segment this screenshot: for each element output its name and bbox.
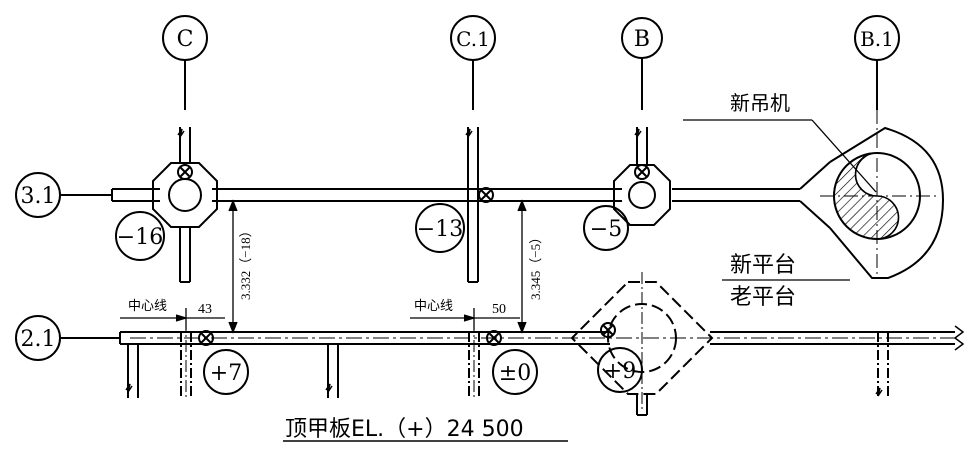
axis-bubble-b [621, 17, 663, 110]
node-b-octagon [613, 127, 671, 226]
dimension-c1-label: 3.345（−5） [528, 231, 543, 300]
drawing-title: 顶甲板EL.（+）24 500 [285, 417, 524, 442]
new-crane-label: 新吊机 [730, 91, 790, 115]
dimension-c [228, 199, 238, 334]
elevation-tag-p9: +9 [604, 359, 636, 384]
axis-bubble-c [162, 15, 208, 110]
elevation-tag-p9-circle [597, 347, 643, 393]
elevation-tag-pm0: ±0 [499, 361, 531, 386]
axis-bubble-b1 [854, 15, 900, 110]
axis-bubble-row-31 [15, 172, 112, 218]
dimension-43-label: 43 [198, 302, 212, 317]
axis-label-b: B [634, 27, 650, 52]
axis-label-b1: B.1 [860, 27, 894, 51]
crane-pedestal [799, 126, 945, 279]
elevation-tag-p7-circle [203, 349, 249, 395]
axis-label-c1: C.1 [456, 27, 490, 51]
crane-leader [683, 119, 877, 193]
lower-post-3 [325, 344, 339, 398]
dimension-c1 [517, 199, 527, 334]
axis-label-c: C [177, 27, 194, 52]
node-c-octagon [152, 127, 218, 283]
elevation-tag-m16: −16 [117, 225, 163, 250]
old-platform-label: 老平台 [730, 285, 796, 310]
elevation-tag-m16-circle [115, 211, 165, 261]
axis-label-row-31: 3.1 [21, 184, 56, 209]
dimension-43 [120, 308, 225, 330]
elevation-tag-pm0-circle [492, 349, 538, 395]
upper-beam-31 [111, 188, 800, 202]
lower-post-4 [468, 320, 502, 398]
dimension-50-label: 50 [492, 302, 506, 317]
crane-slew-ring [820, 110, 940, 278]
lower-beam-21 [119, 325, 965, 351]
lower-post-2 [180, 320, 214, 398]
node-c1-member [465, 127, 494, 283]
dimension-50 [410, 308, 520, 330]
new-platform-label: 新平台 [730, 253, 796, 278]
elevation-tag-m5-circle [583, 205, 629, 251]
old-node-legs [598, 272, 648, 416]
centerline-label-1: 中心线 [128, 299, 167, 314]
elevation-tag-m5: −5 [590, 217, 622, 242]
dimension-c-label: 3.332（−18） [238, 224, 253, 300]
axis-label-row-21: 2.1 [21, 327, 56, 352]
elevation-tag-m13-circle [415, 203, 465, 253]
lower-post-1 [125, 344, 139, 398]
axis-bubble-c1 [450, 15, 496, 110]
axis-bubble-row-21 [15, 315, 120, 361]
lower-post-5 [875, 332, 889, 398]
centerline-label-2: 中心线 [414, 299, 453, 314]
elevation-tag-p7: +7 [210, 361, 242, 386]
node-c-marker [177, 164, 193, 180]
elevation-tag-m13: −13 [417, 217, 463, 242]
